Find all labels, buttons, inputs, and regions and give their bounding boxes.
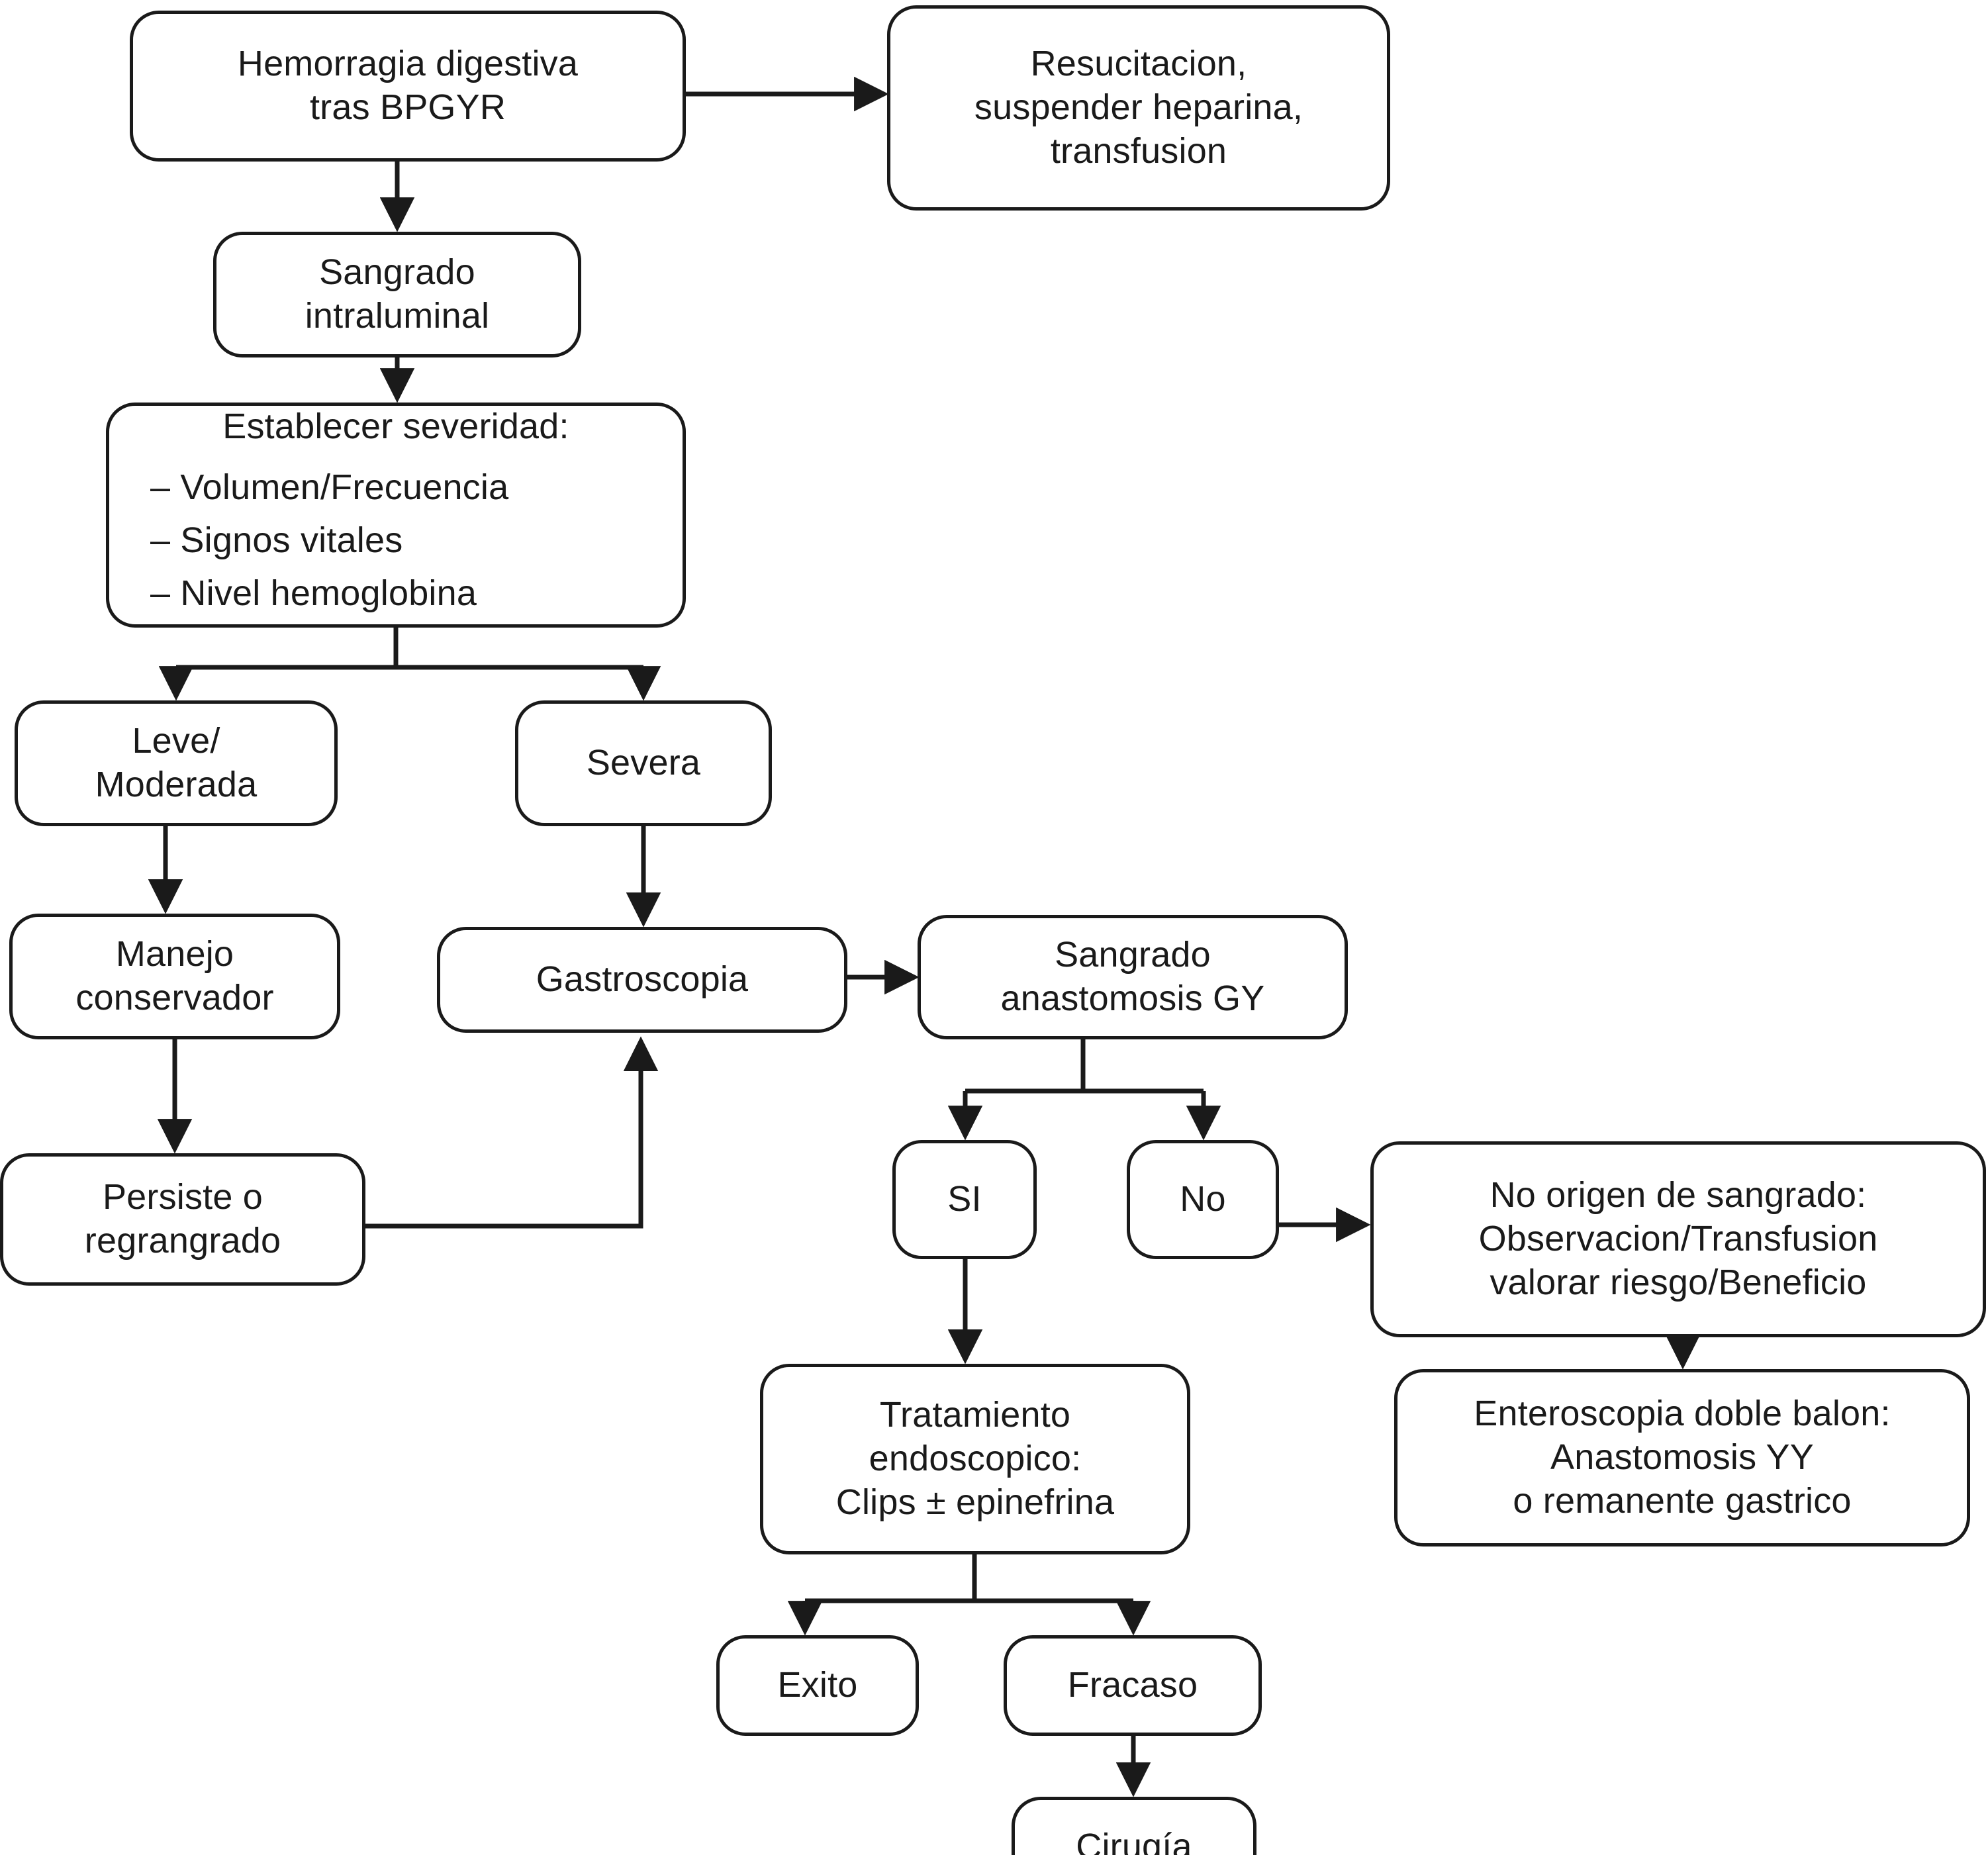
node-line: Clips ± epinefrina (835, 1482, 1115, 1522)
node-title: Establecer severidad: (222, 406, 569, 447)
node-line: conservador (75, 978, 274, 1018)
node-severa[interactable]: Severa (515, 700, 772, 826)
severity-criterion: – Nivel hemoglobina (150, 573, 477, 613)
node-line: Persiste o (102, 1177, 263, 1217)
node-establecer-severidad[interactable]: Establecer severidad: – Volumen/Frecuenc… (106, 403, 686, 628)
node-sangrado-anastomosis-gy[interactable]: Sangrado anastomosis GY (918, 915, 1348, 1039)
node-line: No (1180, 1179, 1226, 1219)
node-no-origen-de-sangrado[interactable]: No origen de sangrado: Observacion/Trans… (1370, 1141, 1986, 1337)
node-persiste-o-regrangrado[interactable]: Persiste o regrangrado (0, 1153, 365, 1286)
node-line: Sangrado (1055, 935, 1211, 975)
node-line: anastomosis GY (1000, 978, 1265, 1018)
node-line: Manejo (115, 934, 234, 975)
node-exito[interactable]: Exito (716, 1635, 919, 1736)
node-line: Cirugía (1076, 1827, 1192, 1855)
node-line: intraluminal (305, 296, 490, 336)
node-line: tras BPGYR (309, 87, 506, 127)
node-line: endoscopico: (869, 1439, 1082, 1479)
node-line: Sangrado (319, 252, 475, 293)
node-line: Severa (586, 743, 701, 783)
node-line: valorar riesgo/Beneficio (1490, 1262, 1867, 1302)
node-line: Fracaso (1067, 1665, 1198, 1705)
node-line: Hemorragia digestiva (237, 44, 579, 84)
node-si[interactable]: SI (892, 1140, 1037, 1259)
node-resucitacion[interactable]: Resucitacion, suspender heparina, transf… (887, 5, 1390, 211)
node-line: regrangrado (84, 1221, 281, 1260)
severity-criterion: – Signos vitales (150, 520, 403, 560)
node-tratamiento-endoscopico[interactable]: Tratamiento endoscopico: Clips ± epinefr… (760, 1364, 1190, 1554)
node-hemorragia-digestiva[interactable]: Hemorragia digestiva tras BPGYR (130, 11, 686, 162)
node-line: Gastroscopia (536, 959, 749, 1000)
node-manejo-conservador[interactable]: Manejo conservador (9, 914, 340, 1039)
node-line: Moderada (95, 765, 258, 804)
severity-criterion: – Volumen/Frecuencia (150, 467, 509, 508)
node-leve-moderada[interactable]: Leve/ Moderada (15, 700, 338, 826)
node-line: Leve/ (132, 721, 220, 761)
node-no[interactable]: No (1127, 1140, 1279, 1259)
severity-criteria-list: – Volumen/Frecuencia – Signos vitales – … (109, 466, 508, 625)
node-line: Resucitacion, (1030, 44, 1247, 84)
node-cirugia[interactable]: Cirugía (1012, 1797, 1256, 1855)
node-line: Anastomosis YY (1550, 1437, 1814, 1478)
node-line: Tratamiento (879, 1395, 1071, 1435)
node-gastroscopia[interactable]: Gastroscopia (437, 927, 847, 1033)
node-line: transfusion (1050, 130, 1227, 171)
node-line: Exito (777, 1665, 858, 1705)
node-line: Enteroscopia doble balon: (1474, 1394, 1891, 1434)
node-line: o remanente gastrico (1513, 1480, 1852, 1521)
node-line: SI (947, 1179, 982, 1219)
node-line: Observacion/Transfusion (1478, 1219, 1878, 1259)
node-enteroscopia-doble-balon[interactable]: Enteroscopia doble balon: Anastomosis YY… (1394, 1369, 1970, 1546)
edge-persiste-to-gastroscopia (365, 1036, 659, 1229)
node-line: suspender heparina, (974, 87, 1303, 128)
node-line: No origen de sangrado: (1490, 1175, 1867, 1215)
node-sangrado-intraluminal[interactable]: Sangrado intraluminal (213, 232, 581, 357)
node-fracaso[interactable]: Fracaso (1004, 1635, 1262, 1736)
